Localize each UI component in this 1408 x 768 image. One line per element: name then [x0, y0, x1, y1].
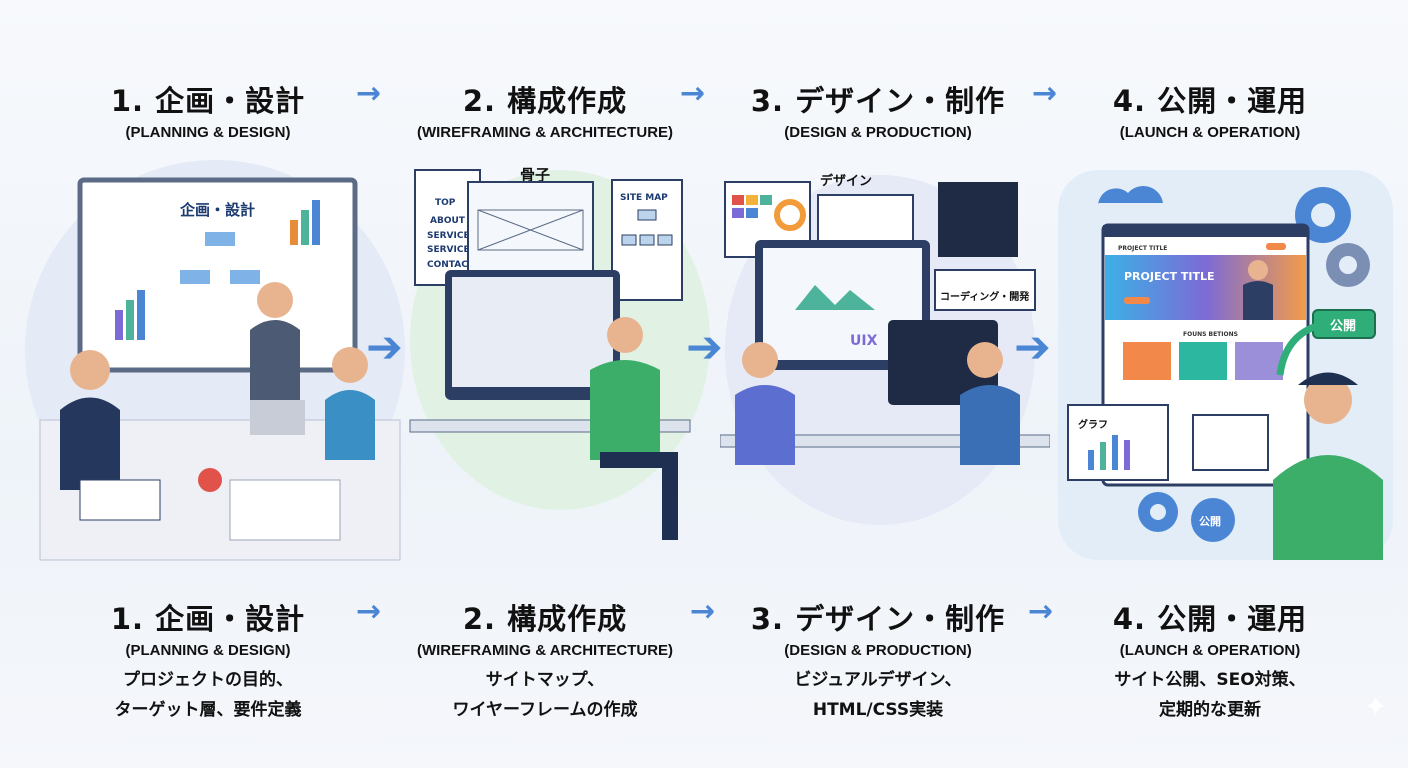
step-subtitle: (PLANNING & DESIGN) [125, 124, 291, 141]
step-title: 3. デザイン・制作 [750, 602, 1006, 636]
launch-illustration: PROJECT TITLE PROJECT TITLE FOUNS BETION… [1058, 170, 1393, 560]
step-description: ビジュアルデザイン、 [794, 670, 962, 690]
flow-arrow-icon: ➔ [686, 322, 723, 373]
step-title: 4. 公開・運用 [1112, 84, 1308, 118]
step-title: 4. 公開・運用 [1112, 602, 1308, 636]
top-step-1: 1. 企画・設計 (PLANNING & DESIGN) [38, 78, 378, 141]
top-step-3: 3. デザイン・制作 (DESIGN & PRODUCTION) [708, 78, 1048, 141]
nav-item: SERVICE [427, 231, 470, 241]
wireframe-illustration: 骨子 TOP ABOUT SERVICE SERVICE CONTACT SIT… [409, 166, 710, 540]
bottom-step-3: 3. デザイン・制作 (DESIGN & PRODUCTION) ビジュアルデザ… [708, 596, 1048, 725]
site-brand: PROJECT TITLE [1118, 245, 1167, 252]
wireframe-label: 骨子 [520, 166, 550, 184]
gear-label: 公開 [1199, 515, 1221, 528]
nav-item: TOP [435, 198, 456, 208]
planning-illustration: 企画・設計 [25, 160, 405, 561]
bottom-step-4: 4. 公開・運用 (LAUNCH & OPERATION) サイト公開、SEO対… [1040, 596, 1380, 725]
top-step-2: 2. 構成作成 (WIREFRAMING & ARCHITECTURE) [375, 78, 715, 141]
step-title: 1. 企画・設計 [110, 602, 306, 636]
step-title: 2. 構成作成 [462, 84, 628, 118]
step-description: 定期的な更新 [1159, 700, 1261, 720]
bottom-step-2: 2. 構成作成 (WIREFRAMING & ARCHITECTURE) サイト… [375, 596, 715, 725]
nav-item: SERVICE [427, 245, 470, 255]
step-title: 1. 企画・設計 [110, 84, 306, 118]
step-title: 2. 構成作成 [462, 602, 628, 636]
nav-item: CONTACT [427, 260, 475, 270]
section-title: FOUNS BETIONS [1183, 331, 1238, 338]
arrow-icon: → [1032, 76, 1058, 111]
design-label: デザイン [820, 173, 872, 189]
flow-arrow-icon: ➔ [1014, 322, 1051, 373]
coding-label: コーディング・開発 [940, 290, 1030, 303]
step-subtitle: (WIREFRAMING & ARCHITECTURE) [416, 642, 674, 659]
arrow-icon: → [690, 594, 716, 629]
arrow-icon: → [680, 76, 706, 111]
step-subtitle: (LAUNCH & OPERATION) [1119, 124, 1301, 141]
step-description: HTML/CSS実装 [812, 700, 944, 720]
publish-badge: 公開 [1330, 319, 1356, 334]
bottom-step-1: 1. 企画・設計 (PLANNING & DESIGN) プロジェクトの目的、タ… [38, 596, 378, 725]
nav-item: ABOUT [430, 216, 466, 226]
step-subtitle: (DESIGN & PRODUCTION) [784, 642, 972, 659]
step-subtitle: (PLANNING & DESIGN) [125, 642, 291, 659]
arrow-icon: → [356, 76, 382, 111]
step-subtitle: (DESIGN & PRODUCTION) [784, 124, 972, 141]
step-description: プロジェクトの目的、 [123, 670, 293, 690]
sitemap-title: SITE MAP [620, 193, 668, 203]
arrow-icon: → [356, 594, 382, 629]
whiteboard-title: 企画・設計 [179, 201, 255, 219]
hero-title: PROJECT TITLE [1124, 270, 1215, 283]
design-illustration: デザイン コーディング・開発 UIX [720, 173, 1050, 525]
step-subtitle: (WIREFRAMING & ARCHITECTURE) [416, 124, 674, 141]
step-description: サイトマップ、 [485, 670, 605, 690]
graph-label: グラフ [1078, 418, 1108, 431]
sparkle-icon: ✦ [1364, 690, 1388, 723]
step-subtitle: (LAUNCH & OPERATION) [1119, 642, 1301, 659]
top-step-4: 4. 公開・運用 (LAUNCH & OPERATION) [1040, 78, 1380, 141]
step-description: サイト公開、SEO対策、 [1114, 670, 1306, 690]
arrow-icon: → [1028, 594, 1054, 629]
step-title: 3. デザイン・制作 [750, 84, 1006, 118]
screen-text: UIX [850, 333, 878, 349]
step-description: ターゲット層、要件定義 [114, 700, 302, 720]
flow-arrow-icon: ➔ [366, 322, 403, 373]
step-description: ワイヤーフレームの作成 [452, 700, 638, 720]
